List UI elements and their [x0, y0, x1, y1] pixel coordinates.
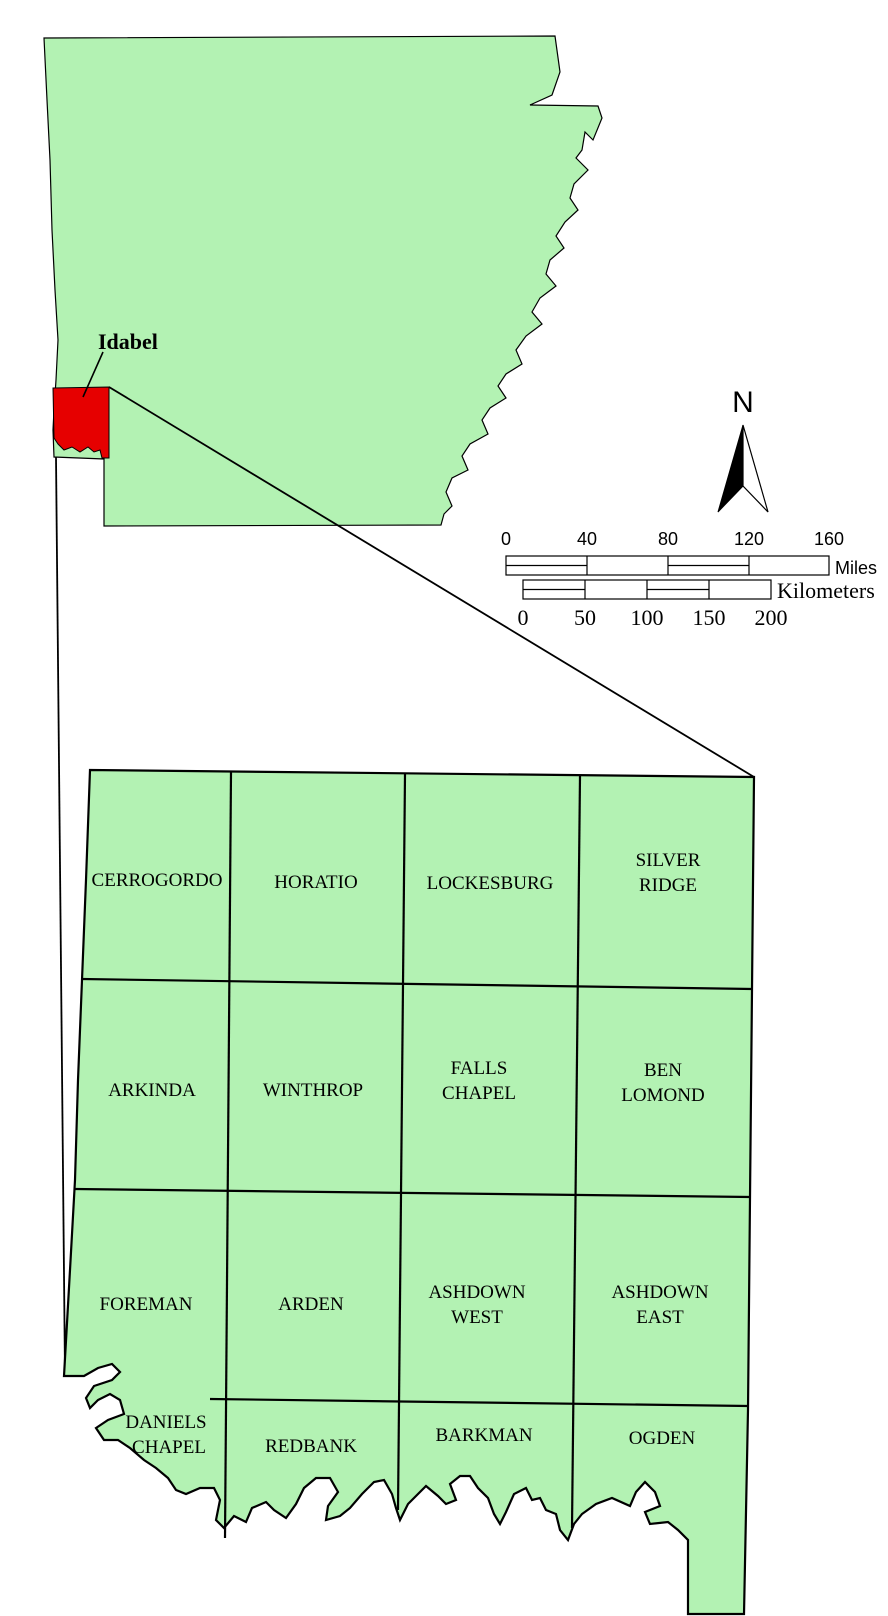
quad-label-cerrogordo: CERROGORDO — [92, 870, 223, 891]
miles-tick-160: 160 — [814, 529, 844, 549]
quad-label-lockesburg: LOCKESBURG — [427, 873, 554, 894]
miles-tick-120: 120 — [734, 529, 764, 549]
grid-horizontal-1 — [81, 977, 753, 991]
quad-label-ogden: OGDEN — [629, 1428, 696, 1449]
quad-label-horatio: HORATIO — [274, 872, 357, 893]
zoom-line-right — [108, 386, 755, 778]
miles-tick-80: 80 — [658, 529, 678, 549]
km-tick-200: 200 — [755, 605, 788, 630]
north-arrow-label: N — [732, 386, 754, 419]
quadrangle-grid — [74, 771, 753, 1539]
quad-label-foreman: FOREMAN — [100, 1294, 193, 1315]
miles-tick-0: 0 — [501, 529, 511, 549]
idabel-highlight — [52, 386, 110, 459]
grid-vertical-2 — [396, 773, 407, 1511]
quad-label-barkman: BARKMAN — [435, 1425, 532, 1446]
grid-vertical-1 — [223, 771, 233, 1539]
km-tick-150: 150 — [693, 605, 726, 630]
state-outline — [43, 35, 603, 527]
north-arrow-right-half — [742, 424, 769, 513]
quad-label-arkinda: ARKINDA — [108, 1080, 196, 1101]
km-unit: Kilometers — [777, 578, 875, 603]
km-tick-0: 0 — [518, 605, 529, 630]
north-arrow-left-half — [717, 424, 744, 513]
scale-bar: 0 40 80 120 160 Miles Kilometers 0 50 10… — [501, 529, 877, 630]
miles-unit: Miles — [835, 558, 877, 578]
idabel-leader — [82, 351, 104, 398]
grid-horizontal-2 — [74, 1187, 751, 1199]
km-tick-50: 50 — [574, 605, 596, 630]
quad-label-arden: ARDEN — [278, 1294, 344, 1315]
quad-label-winthrop: WINTHROP — [263, 1080, 363, 1101]
grid-horizontal-3 — [209, 1397, 749, 1408]
km-tick-100: 100 — [631, 605, 664, 630]
zoom-line-left — [55, 456, 66, 1377]
north-arrow: N — [717, 386, 769, 513]
quad-label-redbank: REDBANK — [265, 1436, 357, 1457]
miles-tick-40: 40 — [577, 529, 597, 549]
idabel-label: Idabel — [98, 329, 158, 354]
